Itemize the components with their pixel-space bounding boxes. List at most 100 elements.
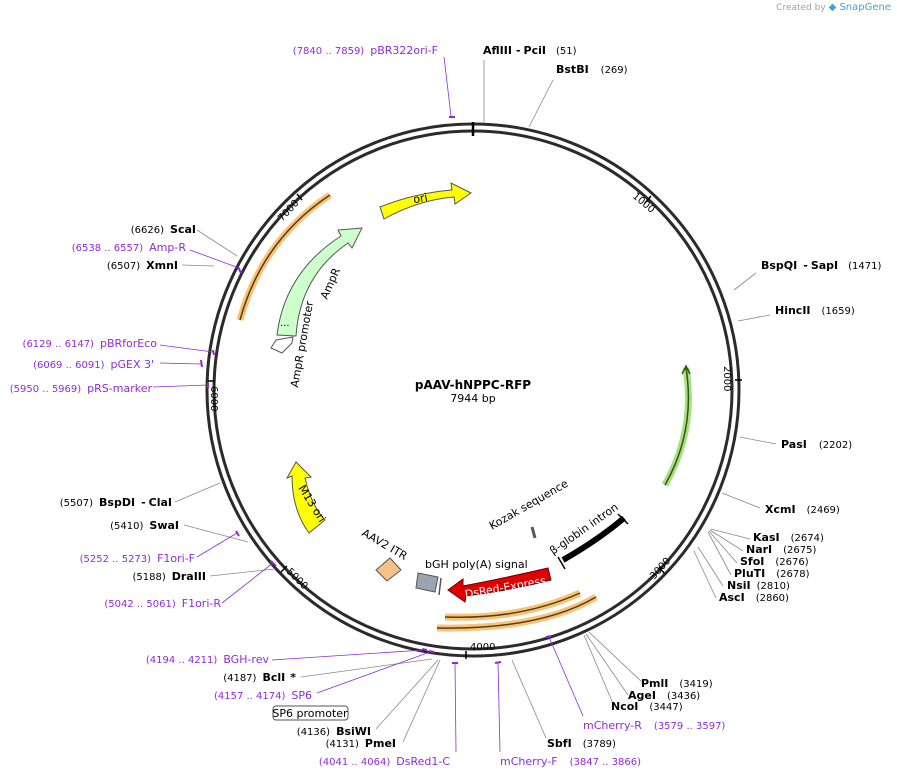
aav2-itr-feature[interactable]: AAV2 ITR (360, 526, 410, 582)
primer-mcherry-r[interactable]: mCherry-R(3579 .. 3597) (583, 719, 725, 732)
primer-mcherry-f[interactable]: mCherry-F(3847 .. 3866) (500, 755, 641, 768)
svg-text:SbfI(3789): SbfI(3789) (547, 737, 616, 750)
site-hincii[interactable]: HincII(1659) (775, 304, 855, 317)
svg-text:(6129 .. 6147)pBRforEco: (6129 .. 6147)pBRforEco (23, 337, 158, 350)
site-sfoi[interactable]: SfoI(2676) (740, 555, 809, 568)
primer-amp-r[interactable]: (6538 .. 6557)Amp-R (72, 241, 187, 254)
credit-brand: SnapGene (839, 2, 891, 13)
site-bstbi[interactable]: BstBI(269) (556, 63, 628, 76)
svg-text:SfoI(2676): SfoI(2676) (740, 555, 809, 568)
site-bcli[interactable]: (4187)BclI* (223, 671, 296, 684)
svg-text:(4041 .. 4064)DsRed1-C: (4041 .. 4064)DsRed1-C (319, 755, 450, 768)
svg-text:NarI(2675): NarI(2675) (746, 543, 817, 556)
svg-text:PluTI(2678): PluTI(2678) (734, 567, 810, 580)
svg-text:(4136)BsiWI: (4136)BsiWI (297, 725, 371, 738)
site-bspdi-clai[interactable]: (5507)BspDI-ClaI (60, 496, 172, 509)
tick-label-4000: 4000 (470, 642, 495, 653)
svg-text:(4157 .. 4174)SP6: (4157 .. 4174)SP6 (214, 689, 312, 702)
sp6-promoter-text: SP6 promoter (272, 707, 348, 720)
site-kasi[interactable]: KasI(2674) (753, 531, 824, 544)
primer-bgh-rev[interactable]: (4194 .. 4211)BGH-rev (146, 653, 270, 666)
svg-text:AflIII-PciI(51): AflIII-PciI(51) (483, 44, 577, 57)
svg-text:BstBI(269): BstBI(269) (556, 63, 628, 76)
svg-text:KasI(2674): KasI(2674) (753, 531, 824, 544)
site-bspqi-sapi[interactable]: BspQI-SapI(1471) (761, 259, 881, 272)
aav2-itr-label: AAV2 ITR (360, 526, 410, 563)
m13-ori-feature[interactable]: M13 ori (285, 461, 328, 534)
site-nari[interactable]: NarI(2675) (746, 543, 817, 556)
svg-text:(5252 .. 5273)F1ori-F: (5252 .. 5273)F1ori-F (80, 552, 195, 565)
site-agei[interactable]: AgeI(3436) (628, 689, 700, 702)
site-bsiwi[interactable]: (4136)BsiWI (297, 725, 371, 738)
primer-f1ori-f[interactable]: (5252 .. 5273)F1ori-F (80, 552, 195, 565)
site-draiii[interactable]: (5188)DraIII (132, 570, 206, 583)
plasmid-name: pAAV-hNPPC-RFP (415, 378, 531, 392)
svg-text:(5410)SwaI: (5410)SwaI (110, 519, 179, 532)
tick-4000: 4000 (465, 642, 495, 659)
primer-connectors (152, 56, 584, 753)
primer-pbr322ori-f[interactable]: (7840 .. 7859)pBR322ori-F (293, 44, 438, 57)
site-connectors (174, 60, 777, 743)
ampr-ellipsis: ... (280, 318, 290, 329)
svg-text:mCherry-F(3847 .. 3866): mCherry-F(3847 .. 3866) (500, 755, 641, 768)
svg-text:BspQI-SapI(1471): BspQI-SapI(1471) (761, 259, 881, 272)
primer-prs-marker[interactable]: (5950 .. 5969)pRS-marker (10, 382, 153, 395)
snapgene-logo: ◆ SnapGene (828, 2, 891, 13)
plasmid-size: 7944 bp (450, 392, 495, 405)
svg-text:(4187)BclI*: (4187)BclI* (223, 671, 296, 684)
svg-text:(6626)ScaI: (6626)ScaI (131, 223, 196, 236)
svg-text:XcmI(2469): XcmI(2469) (765, 503, 840, 516)
orange-arcs (236, 192, 598, 632)
site-pluti[interactable]: PluTI(2678) (734, 567, 810, 580)
svg-text:HincII(1659): HincII(1659) (775, 304, 855, 317)
svg-text:NsiI(2810): NsiI(2810) (727, 579, 790, 592)
primer-dsred1-c[interactable]: (4041 .. 4064)DsRed1-C (319, 755, 450, 768)
site-asci[interactable]: AscI(2860) (719, 591, 789, 604)
svg-text:mCherry-R(3579 .. 3597): mCherry-R(3579 .. 3597) (583, 719, 725, 732)
site-xmni[interactable]: (6507)XmnI (107, 259, 178, 272)
tick-label-2000: 2000 (721, 366, 732, 391)
svg-text:(4194 .. 4211)BGH-rev: (4194 .. 4211)BGH-rev (146, 653, 270, 666)
site-pmei[interactable]: (4131)PmeI (326, 737, 396, 750)
green-arc (661, 364, 692, 487)
site-afliii-pcii[interactable]: AflIII-PciI(51) (483, 44, 577, 57)
kozak-feature[interactable]: Kozak sequence (487, 477, 571, 539)
site-nsii[interactable]: NsiI(2810) (727, 579, 790, 592)
ampr-label: AmpR (318, 266, 343, 302)
site-pasi[interactable]: PasI(2202) (781, 438, 852, 451)
credit-prefix: Created by (776, 3, 826, 13)
snapgene-credit: Created by ◆ SnapGene (776, 2, 891, 13)
primer-pgex-3[interactable]: (6069 .. 6091)pGEX 3' (33, 358, 154, 371)
site-swai[interactable]: (5410)SwaI (110, 519, 179, 532)
ori-feature[interactable]: ori (379, 182, 472, 220)
ampr-feature[interactable]: AmpR ... (276, 227, 363, 337)
beta-globin-feature[interactable]: β-globin intron (547, 501, 629, 570)
tick-6000: 6000 (208, 380, 219, 411)
svg-text:(5188)DraIII: (5188)DraIII (132, 570, 206, 583)
primer-f1ori-r[interactable]: (5042 .. 5061)F1ori-R (104, 597, 221, 610)
site-xcmi[interactable]: XcmI(2469) (765, 503, 840, 516)
kozak-label: Kozak sequence (487, 477, 571, 533)
primer-pbrforeco[interactable]: (6129 .. 6147)pBRforEco (23, 337, 158, 350)
svg-text:PmlI(3419): PmlI(3419) (641, 677, 713, 690)
site-pmli[interactable]: PmlI(3419) (641, 677, 713, 690)
bgh-polya-feature[interactable]: bGH poly(A) signal (415, 558, 528, 596)
site-ncoi[interactable]: NcoI(3447) (611, 700, 683, 713)
sp6-promoter-label[interactable]: SP6 promoter (272, 705, 349, 721)
dsred-feature[interactable]: DsRed-Express (447, 567, 552, 603)
svg-text:(6538 .. 6557)Amp-R: (6538 .. 6557)Amp-R (72, 241, 187, 254)
svg-text:(5507)BspDI-ClaI: (5507)BspDI-ClaI (60, 496, 172, 509)
svg-text:(6069 .. 6091)pGEX 3': (6069 .. 6091)pGEX 3' (33, 358, 154, 371)
svg-text:AgeI(3436): AgeI(3436) (628, 689, 700, 702)
site-scai[interactable]: (6626)ScaI (131, 223, 196, 236)
svg-text:(7840 .. 7859)pBR322ori-F: (7840 .. 7859)pBR322ori-F (293, 44, 438, 57)
bgh-label: bGH poly(A) signal (425, 558, 528, 571)
svg-text:(6507)XmnI: (6507)XmnI (107, 259, 178, 272)
svg-text:PasI(2202): PasI(2202) (781, 438, 852, 451)
primer-sp6[interactable]: (4157 .. 4174)SP6 (214, 689, 312, 702)
svg-text:(5042 .. 5061)F1ori-R: (5042 .. 5061)F1ori-R (104, 597, 221, 610)
svg-text:(5950 .. 5969)pRS-marker: (5950 .. 5969)pRS-marker (10, 382, 153, 395)
svg-text:(4131)PmeI: (4131)PmeI (326, 737, 396, 750)
site-sbfi[interactable]: SbfI(3789) (547, 737, 616, 750)
